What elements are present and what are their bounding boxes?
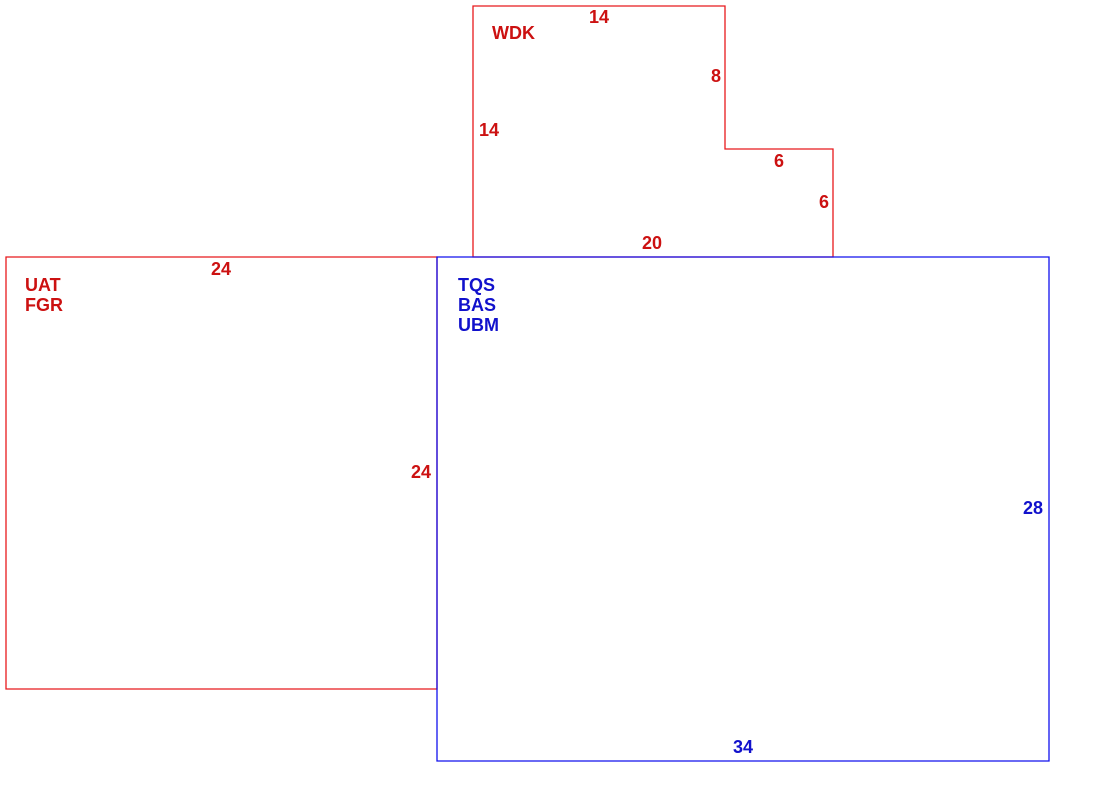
area-uat-fgr: UAT FGR 24 24 [5,256,438,690]
dimension-wdk-right-upper: 8 [711,66,721,86]
dimension-wdk-step: 6 [774,151,784,171]
area-uat-fgr-code-1: UAT [25,275,61,295]
area-tqs-bas-ubm-outline [436,256,1050,762]
area-wdk-code: WDK [492,23,535,43]
dimension-tqs-bas-ubm-bottom: 34 [733,737,753,757]
area-tqs-bas-ubm: TQS BAS UBM 28 34 [436,256,1050,762]
dimension-tqs-bas-ubm-right: 28 [1023,498,1043,518]
dimension-wdk-right-lower: 6 [819,192,829,212]
dimension-uat-fgr-right: 24 [411,462,431,482]
area-wdk-outline [472,5,834,258]
area-tqs-bas-ubm-code-3: UBM [458,315,499,335]
area-wdk: WDK 14 8 6 6 20 14 [472,5,834,258]
dimension-uat-fgr-top: 24 [211,259,231,279]
area-uat-fgr-code-2: FGR [25,295,63,315]
area-tqs-bas-ubm-code-2: BAS [458,295,496,315]
area-uat-fgr-outline [5,256,438,690]
dimension-wdk-top: 14 [589,7,609,27]
area-tqs-bas-ubm-code-1: TQS [458,275,495,295]
dimension-wdk-left: 14 [479,120,499,140]
dimension-wdk-bottom: 20 [642,233,662,253]
